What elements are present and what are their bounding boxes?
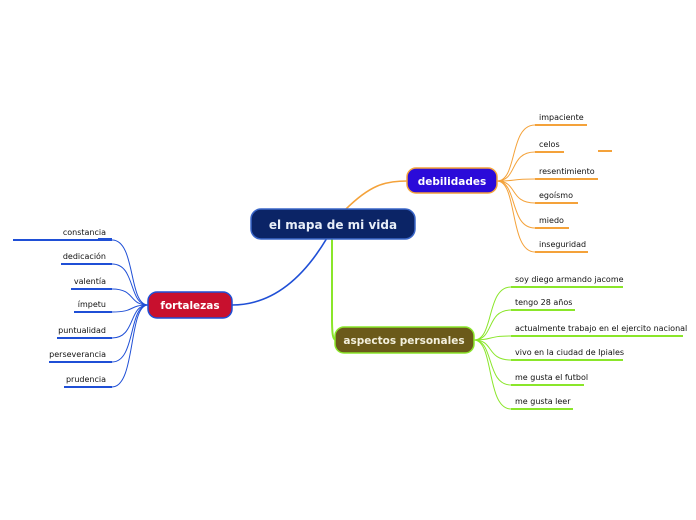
- aspectos-leaf-connector: [473, 339, 512, 386]
- fortalezas-leaf[interactable]: valentía: [71, 277, 149, 306]
- center-node[interactable]: el mapa de mi vida: [250, 208, 416, 240]
- aspectos-leaf[interactable]: vivo en la ciudad de Ipiales: [473, 339, 624, 361]
- fortalezas-leaf-label: prudencia: [66, 375, 106, 384]
- fortalezas-leaf-label: dedicación: [63, 251, 106, 261]
- aspectos-leaf-connector: [473, 339, 512, 410]
- aspectos-leaf-label: vivo en la ciudad de Ipiales: [515, 348, 624, 357]
- fortalezas-leaf-label: constancia: [63, 228, 106, 237]
- debilidades-node[interactable]: debilidades: [406, 167, 498, 194]
- fortalezas-leaf-connector: [111, 304, 149, 388]
- debilidades-leaf-connector: [496, 124, 536, 182]
- fortalezas-node[interactable]: fortalezas: [147, 291, 233, 319]
- fortalezas-leaf-connector: [111, 288, 149, 306]
- fortalezas-leaves: constancia dedicación valentía ímpetu puntua…: [13, 228, 149, 388]
- debilidades-leaf-label: miedo: [539, 216, 564, 225]
- aspectos-leaf-connector: [473, 339, 512, 361]
- aspectos-personales-node-label: aspectos personales: [343, 335, 464, 347]
- aspectos-leaf-label: soy diego armando jacome: [515, 275, 624, 284]
- debilidades-leaf-label: resentimiento: [539, 167, 595, 176]
- aspectos-leaf-label: tengo 28 años: [515, 298, 572, 307]
- fortalezas-leaf-label: ímpetu: [78, 300, 106, 309]
- debilidades-leaf[interactable]: impaciente: [496, 113, 587, 182]
- aspectos-personales-leaves: soy diego armando jacome tengo 28 años act…: [473, 275, 687, 410]
- debilidades-leaf-label: impaciente: [539, 113, 584, 122]
- aspectos-leaf-connector: [473, 309, 512, 341]
- fortalezas-node-label: fortalezas: [160, 300, 219, 312]
- connector-center-debilidades: [344, 180, 408, 211]
- aspectos-personales-node[interactable]: aspectos personales: [334, 326, 475, 354]
- aspectos-leaf-connector: [473, 286, 512, 341]
- debilidades-leaves: impaciente celos resentimiento egoísmo miedo…: [496, 113, 612, 253]
- fortalezas-leaf-label: valentía: [74, 277, 106, 286]
- debilidades-leaf-connector: [496, 151, 536, 182]
- debilidades-leaf[interactable]: miedo: [496, 180, 569, 229]
- aspectos-leaf[interactable]: me gusta el futbol: [473, 339, 588, 386]
- aspectos-leaf-label: actualmente trabajo en el ejercito nacio…: [515, 324, 687, 333]
- debilidades-leaf-connector: [496, 180, 536, 253]
- debilidades-leaf[interactable]: inseguridad: [496, 180, 588, 253]
- center-node-label: el mapa de mi vida: [269, 218, 397, 232]
- fortalezas-leaf-label: perseverancia: [49, 350, 106, 359]
- debilidades-leaf[interactable]: celos: [496, 140, 612, 182]
- fortalezas-leaf-connector: [111, 263, 149, 306]
- fortalezas-leaf-connector: [111, 239, 149, 306]
- debilidades-leaf[interactable]: egoísmo: [496, 180, 578, 204]
- aspectos-leaf[interactable]: soy diego armando jacome: [473, 275, 624, 341]
- fortalezas-leaf-connector: [111, 304, 149, 339]
- debilidades-leaf-label: celos: [539, 140, 560, 149]
- fortalezas-leaf-label: puntualidad: [58, 326, 106, 335]
- fortalezas-leaf[interactable]: constancia: [13, 228, 149, 306]
- aspectos-leaf[interactable]: me gusta leer: [473, 339, 573, 410]
- aspectos-personales-node-box: [334, 326, 475, 354]
- connector-center-aspectos: [331, 238, 337, 341]
- center-node-box: [250, 208, 416, 240]
- debilidades-leaf[interactable]: resentimiento: [496, 167, 598, 182]
- connector-center-fortalezas: [231, 237, 328, 306]
- fortalezas-node-box: [147, 291, 233, 319]
- aspectos-leaf-label: me gusta leer: [515, 397, 571, 406]
- debilidades-node-label: debilidades: [418, 176, 486, 188]
- fortalezas-leaf[interactable]: prudencia: [64, 304, 149, 388]
- debilidades-leaf-label: egoísmo: [539, 191, 573, 200]
- fortalezas-leaf[interactable]: dedicación: [61, 251, 149, 306]
- debilidades-leaf-connector: [496, 180, 536, 229]
- aspectos-leaf-label: me gusta el futbol: [515, 373, 588, 382]
- aspectos-leaf[interactable]: tengo 28 años: [473, 298, 575, 341]
- debilidades-leaf-label: inseguridad: [539, 240, 586, 249]
- debilidades-node-box: [406, 167, 498, 194]
- aspectos-leaf[interactable]: actualmente trabajo en el ejercito nacio…: [473, 324, 687, 341]
- debilidades-leaf-connector: [496, 180, 536, 204]
